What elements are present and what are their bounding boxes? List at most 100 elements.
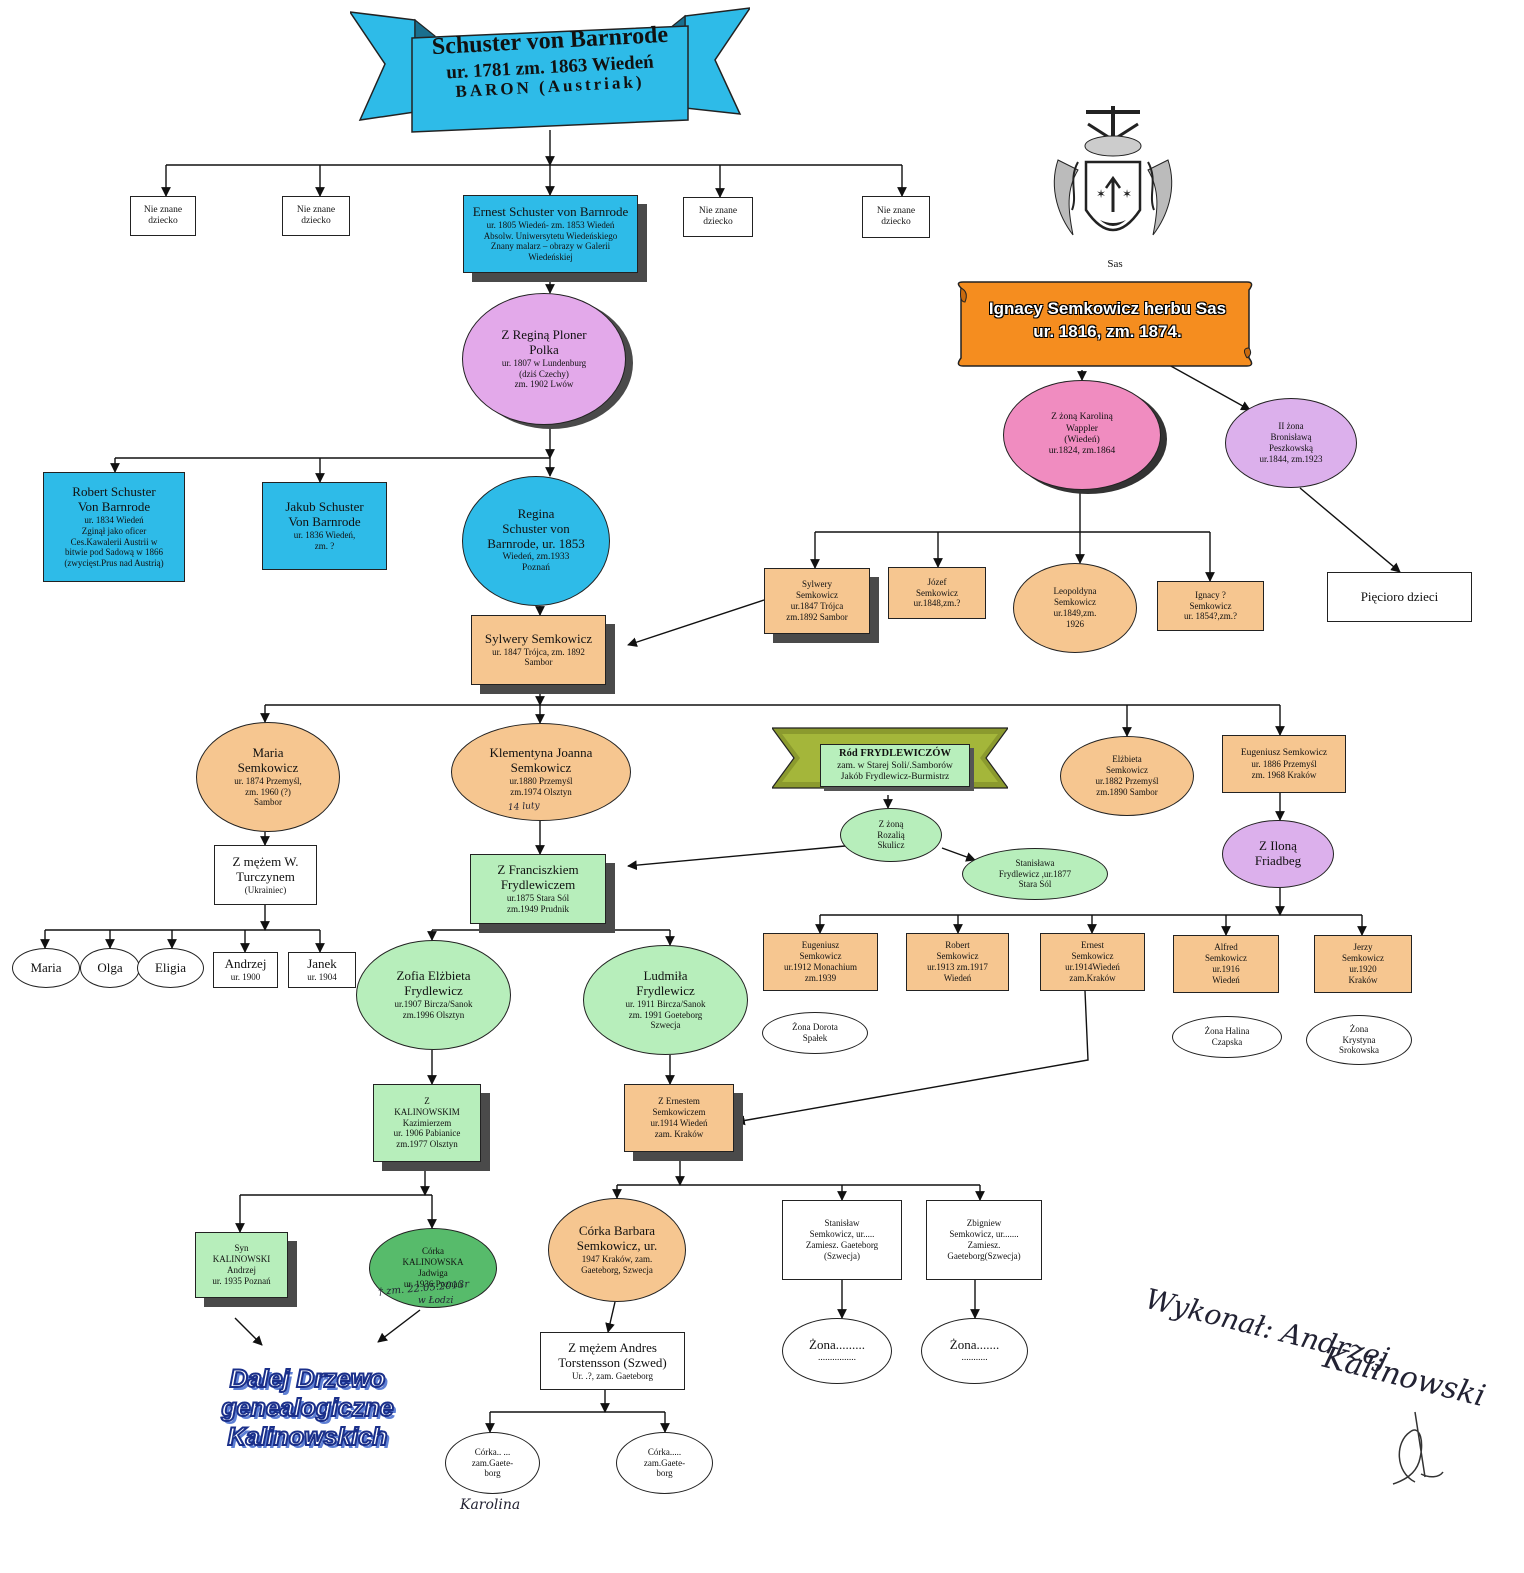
karolina-wappler-node: Z żoną Karoliną Wappler (Wiedeń) ur.1824… xyxy=(1003,380,1161,490)
turczyn-node: Z mężem W. Turczynem (Ukrainiec) xyxy=(214,845,317,905)
node-line: ur.1824, zm.1864 xyxy=(1048,446,1116,457)
node-line: zm. 1960 (?) xyxy=(245,786,291,797)
ignacy-name: Ignacy Semkowicz herbu Sas xyxy=(988,299,1227,318)
eugeniusz-jr-node: Eugeniusz Semkowicz ur.1912 Monachium zm… xyxy=(763,933,878,991)
node-line: Córka..... xyxy=(647,1446,682,1457)
ignacy-dates: ur. 1816, zm. 1874. xyxy=(1033,321,1182,341)
node-line: Wiedeń xyxy=(943,972,972,983)
node-line: Nie znane xyxy=(296,204,336,215)
jerzy-semkowicz-node: Jerzy Semkowicz ur.1920 Kraków xyxy=(1314,935,1412,993)
eugeniusz-sr-node: Eugeniusz Semkowicz ur. 1886 Przemyśl zm… xyxy=(1222,735,1346,793)
node-line: zm. 1968 Kraków xyxy=(1251,769,1317,780)
node-line: Andrzej xyxy=(227,1265,256,1275)
node-line: Semkowicz, ur. xyxy=(576,1238,658,1254)
node-line: Semkowicz xyxy=(1071,951,1114,962)
node-line: Żona xyxy=(1349,1023,1369,1034)
corka-1-node: Córka.. ... zam.Gaete- borg xyxy=(445,1432,540,1494)
logo-line-2: Kalinowskich xyxy=(227,1422,389,1452)
node-line: Skulicz xyxy=(877,840,905,851)
node-line: Semkowicz, ur....... xyxy=(949,1229,1019,1240)
node-line: Sylwery xyxy=(802,579,832,590)
connector-line xyxy=(605,1301,616,1333)
node-line: Zginął jako oficer xyxy=(81,525,147,536)
node-line: Peszkowską xyxy=(1269,443,1313,453)
node-line: Kraków xyxy=(1348,974,1378,985)
node-line: KALINOWSKIM xyxy=(394,1106,460,1117)
alfred-semkowicz-node: Alfred Semkowicz ur.1916 Wiedeń xyxy=(1173,935,1279,993)
node-line: (Wiedeń) xyxy=(1064,435,1100,445)
node-line: Żona Dorota xyxy=(792,1022,838,1033)
node-line: zam. Kraków xyxy=(654,1128,704,1139)
node-line: ur.1882 Przemyśl xyxy=(1095,776,1159,786)
rozalia-skulicz-node: Z żoną Rozalią Skulicz xyxy=(840,808,942,862)
node-line: zm.1949 Prudnik xyxy=(507,903,569,914)
ernest-schuster-sr-node: Ernest Schuster von Barnrode ur. 1805 Wi… xyxy=(463,195,638,273)
frydlewicz-residence: zam. w Starej Soli/.Samborów xyxy=(837,760,953,771)
node-line: Sambor xyxy=(254,797,282,808)
ignacy-jr-node: Ignacy ? Semkowicz ur. 1854?,zm.? xyxy=(1157,581,1264,631)
five-children-node: Pięcioro dzieci xyxy=(1327,572,1472,622)
node-line: Sambor xyxy=(524,657,553,668)
node-line: zm.1890 Sambor xyxy=(1096,786,1158,797)
ernestem-semkowiczem-node: Z Ernestem Semkowiczem ur.1914 Wiedeń za… xyxy=(624,1084,734,1152)
zbigniew-semkowicz-node: Zbigniew Semkowicz, ur....... Zamiesz. G… xyxy=(926,1200,1042,1280)
node-line: Znany malarz – obrazy w Galerii xyxy=(490,241,611,252)
node-line: bitwie pod Sadową w 1866 xyxy=(65,547,163,558)
ludmila-frydlewicz-node: Ludmiła Frydlewicz ur. 1911 Bircza/Sanok… xyxy=(583,945,748,1055)
node-name: Maria xyxy=(252,744,284,760)
node-line: Frydlewicz ,ur.1877 xyxy=(998,868,1072,879)
child-olga-node: Olga xyxy=(80,948,140,988)
node-line: Von Barnrode xyxy=(77,499,151,514)
node-name: Robert Schuster xyxy=(72,484,156,500)
node-name: Jakub Schuster xyxy=(285,499,364,515)
node-line: II żona xyxy=(1278,421,1304,432)
node-line: Żona Halina xyxy=(1204,1026,1250,1037)
andres-torstensson-node: Z mężem Andres Torstensson (Szwed) Ur. .… xyxy=(540,1332,685,1390)
node-line: Elżbieta xyxy=(1112,754,1142,765)
svg-text:✶: ✶ xyxy=(1122,187,1132,201)
node-line: Semkowicz xyxy=(1106,765,1148,776)
node-line: KALINOWSKA xyxy=(402,1257,464,1268)
node-line: dziecko xyxy=(301,216,331,226)
node-line: Barnrode, ur. 1853 xyxy=(487,536,585,552)
ernest-semkowicz-node: Ernest Semkowicz ur.1914Wiedeń zam.Krakó… xyxy=(1040,933,1145,991)
svg-text:✶: ✶ xyxy=(1096,187,1106,201)
node-line: Spałek xyxy=(802,1033,828,1043)
node-name: Zofia Elżbieta xyxy=(396,968,471,984)
franciszek-frydlewicz-node: Z Franciszkiem Frydlewiczem ur.1875 Star… xyxy=(470,854,606,924)
node-line: Semkowicz, ur..... xyxy=(809,1229,875,1240)
robert-schuster-node: Robert Schuster Von Barnrode ur. 1834 Wi… xyxy=(43,472,185,582)
node-line: Ur. .?, zam. Gaeteborg xyxy=(571,1370,654,1381)
jakub-schuster-node: Jakub Schuster Von Barnrode ur. 1836 Wie… xyxy=(262,482,387,570)
node-line: 1926 xyxy=(1066,618,1084,629)
node-line: ur. 1874 Przemyśl, xyxy=(234,775,302,786)
node-line: Semkowicz xyxy=(237,759,299,775)
child-eligia-node: Eligia xyxy=(137,948,204,988)
jozef-semkowicz-node: Józef Semkowicz ur.1848,zm.? xyxy=(888,567,986,619)
ilona-friadbeg-node: Z Iloną Friadbeg xyxy=(1222,820,1334,888)
node-name: Ernest Schuster von Barnrode xyxy=(472,203,629,219)
kalinowski-kazimierz-node: Z KALINOWSKIM Kazimierzem ur. 1906 Pabia… xyxy=(373,1084,481,1162)
node-line: 1947 Kraków, zam. xyxy=(581,1254,653,1265)
node-line: ur. 1900 xyxy=(230,972,261,983)
node-line: ur. 1847 Trójca, zm. 1892 xyxy=(492,646,585,657)
node-line: Polka xyxy=(529,341,559,357)
node-line: Szwecja xyxy=(650,1020,681,1031)
node-line: Bronisławą xyxy=(1270,432,1312,443)
node-line: ur.1913 zm.1917 xyxy=(927,962,988,972)
node-line: (zwycięst.Prus nad Austrią) xyxy=(64,558,164,569)
node-name: Pięcioro dzieci xyxy=(1360,588,1439,604)
node-line: Syn xyxy=(234,1243,249,1254)
node-line: Wiedeń xyxy=(1212,974,1240,985)
node-line: Jerzy xyxy=(1353,942,1373,953)
node-line: borg xyxy=(484,1468,501,1479)
node-line: ur.1847 Trójca xyxy=(790,601,844,611)
node-line: ur. 1911 Bircza/Sanok xyxy=(625,998,706,1009)
connector-line xyxy=(1159,359,1251,411)
node-line: ur. 1836 Wiedeń, xyxy=(293,530,356,541)
node-line: Absolw. Uniwersytetu Wiedeńskiego xyxy=(483,230,618,241)
maria-semkowicz-node: Maria Semkowicz ur. 1874 Przemyśl, zm. 1… xyxy=(196,722,340,832)
node-line: Rozalią xyxy=(877,829,905,840)
